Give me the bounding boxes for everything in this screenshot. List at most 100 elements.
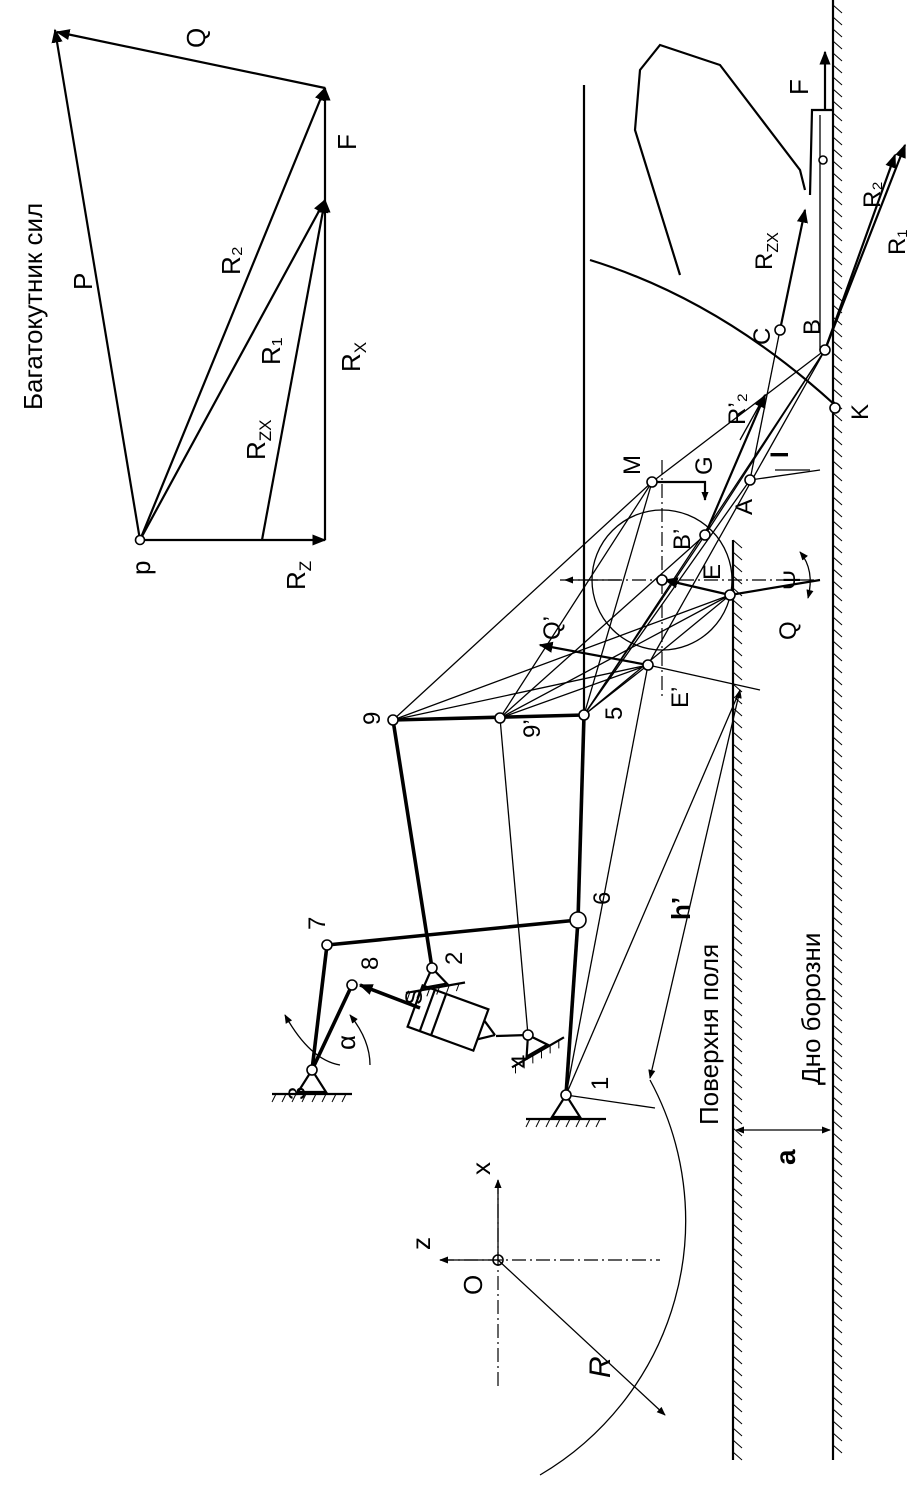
- pole-p-joint: [134, 534, 146, 546]
- hatch-mark: [832, 472, 843, 482]
- coordinate-system: x z O R: [406, 1079, 687, 1476]
- hatch-mark: [832, 856, 843, 866]
- hatch-mark: [732, 563, 743, 573]
- hatch-mark: [732, 1103, 743, 1113]
- label-Bprime: B’: [669, 529, 696, 550]
- hatch-mark: [832, 1276, 843, 1286]
- hatch-mark: [832, 64, 843, 74]
- hatch-mark: [732, 767, 743, 777]
- hatch-mark: [832, 508, 843, 518]
- hatch-mark: [832, 556, 843, 566]
- label-1: 1: [587, 1077, 614, 1090]
- support-2: [405, 966, 466, 1000]
- label-alpha: α: [331, 1035, 361, 1050]
- hatch-mark: [732, 839, 743, 849]
- hatch-mark: [832, 328, 843, 338]
- label-C: C: [749, 328, 776, 345]
- hatch-mark: [832, 1036, 843, 1046]
- label-field-surface: Поверхня поля: [694, 944, 724, 1125]
- hatch-mark: [832, 1216, 843, 1226]
- hatch-mark: [732, 1115, 743, 1125]
- hatch-mark: [732, 971, 743, 981]
- joint-8: [346, 979, 358, 991]
- hatch-mark: [832, 1204, 843, 1214]
- link-9-2: [391, 719, 434, 969]
- cylinder-rod: [358, 983, 421, 1010]
- hatch-mark: [832, 1228, 843, 1238]
- label-K: K: [847, 404, 874, 420]
- hatch-mark: [732, 1235, 743, 1245]
- hatch-mark: [832, 376, 843, 386]
- hatch-mark: [732, 1379, 743, 1389]
- hatch-mark: [832, 724, 843, 734]
- hatch-mark: [832, 88, 843, 98]
- hatch-mark: [832, 928, 843, 938]
- label-Q: Q: [181, 28, 211, 48]
- hatch-mark: [832, 712, 843, 722]
- hatch-mark: [832, 808, 843, 818]
- hatch-mark: [732, 1283, 743, 1293]
- hatch-mark: [732, 1259, 743, 1269]
- hatch-mark: [832, 1360, 843, 1370]
- label-psi: Ψ: [779, 570, 806, 590]
- hatch-mark: [732, 671, 743, 681]
- label-O: O: [458, 1275, 488, 1295]
- hprime-dimension: [648, 689, 742, 1079]
- hatch-mark: [732, 551, 743, 561]
- hatch-mark: [832, 628, 843, 638]
- hatch-mark: [732, 659, 743, 669]
- hatch-mark: [732, 1043, 743, 1053]
- hatch-mark: [832, 388, 843, 398]
- hatch-mark: [832, 652, 843, 662]
- label-Rzx-force: RZX: [751, 232, 782, 270]
- label-G: G: [691, 456, 718, 475]
- hatch-mark: [832, 964, 843, 974]
- hatch-mark: [832, 436, 843, 446]
- hatch-mark: [832, 640, 843, 650]
- hatch-mark: [832, 664, 843, 674]
- joint-A: [744, 474, 756, 486]
- hatch-mark: [732, 1223, 743, 1233]
- hatch-mark: [832, 1096, 843, 1106]
- joint-2: [426, 962, 438, 974]
- hatch-mark: [732, 851, 743, 861]
- supports: [271, 966, 606, 1128]
- hatch-mark: [832, 244, 843, 254]
- hatch-mark: [732, 647, 743, 657]
- hatch-mark: [832, 340, 843, 350]
- force-Qprime-arrow: [538, 641, 649, 667]
- hatch-mark: [832, 424, 843, 434]
- hatch-mark: [832, 1348, 843, 1358]
- hatch-mark: [732, 719, 743, 729]
- hatch-mark: [832, 904, 843, 914]
- hatch-mark: [732, 1055, 743, 1065]
- hatch-mark: [832, 1384, 843, 1394]
- hatch-mark: [732, 791, 743, 801]
- hatch-mark: [832, 1408, 843, 1418]
- hatch-mark: [732, 1415, 743, 1425]
- hatch-mark: [732, 779, 743, 789]
- joint-5: [578, 709, 590, 721]
- hatch-mark: [832, 916, 843, 926]
- hatch-mark: [732, 611, 743, 621]
- moldboard-curve: [589, 258, 836, 406]
- landside-block: [808, 108, 832, 196]
- label-P: P: [68, 273, 98, 290]
- label-5: 5: [601, 707, 628, 720]
- label-Rx: RX: [336, 342, 370, 372]
- hatch-mark: [832, 976, 843, 986]
- joint-C: [774, 324, 786, 336]
- hatch-mark: [832, 184, 843, 194]
- label-R-radius: R: [584, 1356, 617, 1378]
- joint-K: [829, 402, 841, 414]
- hatch-mark: [832, 172, 843, 182]
- hatch-mark: [732, 635, 743, 645]
- hatch-mark: [832, 112, 843, 122]
- joint-Bprime: [699, 529, 711, 541]
- link-9-5: [392, 713, 585, 722]
- hatch-mark: [832, 880, 843, 890]
- hatch-mark: [832, 1312, 843, 1322]
- joint-wheel-center: [656, 574, 668, 586]
- hatch-mark: [732, 1091, 743, 1101]
- hatch-mark: [832, 1192, 843, 1202]
